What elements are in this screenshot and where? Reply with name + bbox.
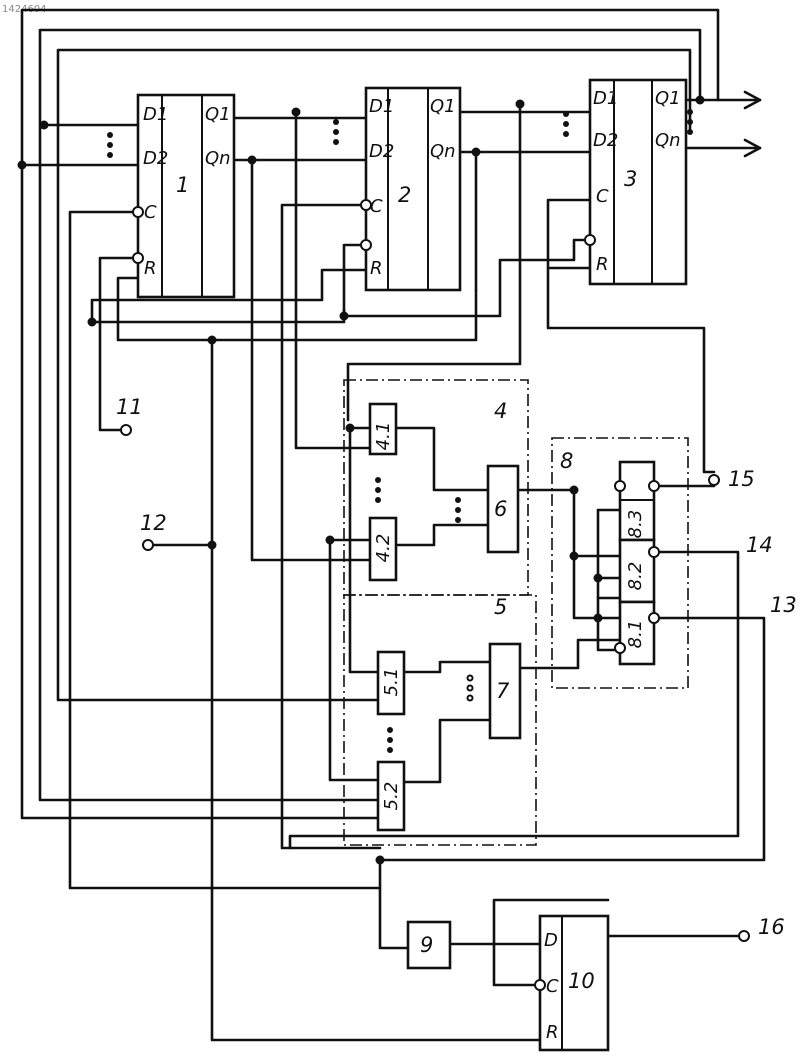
trigger10-pin-r: R <box>546 1022 559 1043</box>
reg1-pin-d1: D1 <box>143 104 168 125</box>
svg-text:8.3: 8.3 <box>625 510 646 539</box>
reg2-pin-r: R <box>370 258 383 279</box>
reg2-pin-d2: D2 <box>369 141 394 162</box>
register-1: D1 D2 C R Q1 Qn 1 <box>133 95 234 297</box>
reg3-pin-r: R <box>596 254 609 275</box>
svg-text:5.2: 5.2 <box>381 782 402 811</box>
gate-7: 7 <box>490 644 520 738</box>
reg1-pin-qn: Qn <box>205 148 231 169</box>
reg1-number: 1 <box>176 173 189 197</box>
reg3-pin-d1: D1 <box>593 88 618 109</box>
terminal-15-label: 15 <box>728 467 755 491</box>
gate-4-1: 4.1 <box>370 404 396 454</box>
reg2-number: 2 <box>398 183 411 207</box>
group-4-label: 4 <box>494 399 507 423</box>
reg3-number: 3 <box>624 167 637 191</box>
terminal-14-label: 14 <box>746 533 773 557</box>
reg1-pin-q1: Q1 <box>205 104 231 125</box>
gate-8-1: 8.1 <box>615 602 659 664</box>
svg-text:5.1: 5.1 <box>381 668 402 697</box>
gate-5-2: 5.2 <box>378 762 404 830</box>
trigger10-number: 10 <box>568 969 595 993</box>
register-2: D1 D2 C R Q1 Qn 2 <box>361 88 460 290</box>
reg3-pin-qn: Qn <box>655 130 681 151</box>
gate-4-2: 4.2 <box>370 518 396 580</box>
reg2-pin-q1: Q1 <box>430 96 456 117</box>
reg3-pin-q1: Q1 <box>655 88 681 109</box>
register-3: D1 D2 C R Q1 Qn 3 <box>585 80 686 284</box>
svg-text:9: 9 <box>420 933 433 957</box>
gate-9: 9 <box>408 922 450 968</box>
group-8-label: 8 <box>560 449 573 473</box>
reg1-pin-d2: D2 <box>143 148 168 169</box>
reg2-pin-c: C <box>370 196 383 217</box>
trigger-10: D C R 10 <box>535 916 608 1050</box>
terminal-16-label: 16 <box>758 915 785 939</box>
terminal-12-label: 12 <box>140 511 167 535</box>
reg1-pin-r: R <box>144 258 157 279</box>
gate-6: 6 <box>488 466 518 552</box>
trigger10-pin-c: C <box>546 976 559 997</box>
svg-text:4.1: 4.1 <box>373 422 394 451</box>
terminal-11-label: 11 <box>116 395 143 419</box>
gate-8-3: 8.3 <box>615 462 659 540</box>
svg-text:7: 7 <box>496 679 510 703</box>
reg2-pin-d1: D1 <box>369 96 394 117</box>
gate-5-1: 5.1 <box>378 652 404 714</box>
gate-8-2: 8.2 <box>620 540 659 602</box>
terminal-13-label: 13 <box>770 593 797 617</box>
group-5-label: 5 <box>494 595 507 619</box>
svg-text:8.2: 8.2 <box>625 562 646 591</box>
trigger10-pin-d: D <box>544 930 558 951</box>
reg1-pin-c: C <box>144 202 157 223</box>
reg3-pin-d2: D2 <box>593 130 618 151</box>
svg-text:8.1: 8.1 <box>625 620 646 649</box>
svg-text:6: 6 <box>494 497 507 521</box>
svg-text:4.2: 4.2 <box>373 534 394 563</box>
reg3-pin-c: C <box>596 186 609 207</box>
reg2-pin-qn: Qn <box>430 141 456 162</box>
